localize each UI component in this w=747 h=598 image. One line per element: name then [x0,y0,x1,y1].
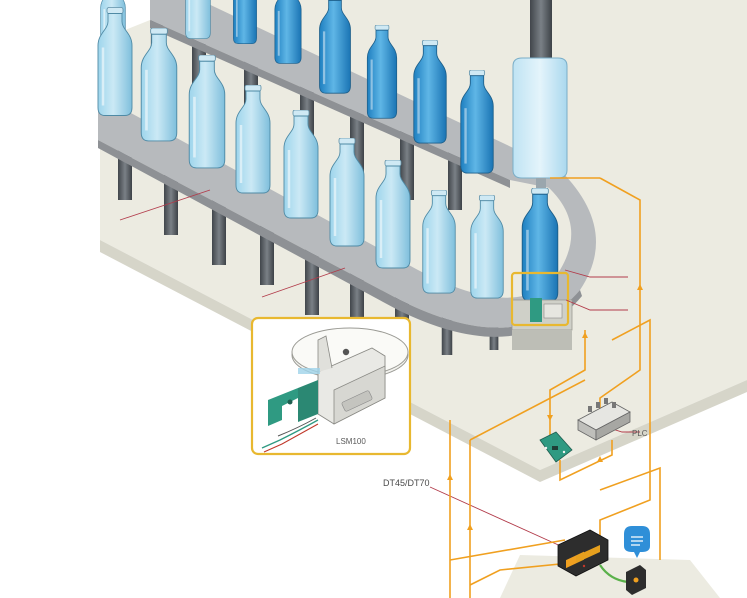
filling-station [510,0,600,350]
transmitter-label: DT45/DT70 [383,478,430,488]
transmitter-board [539,431,573,463]
green-cable [599,564,629,584]
wifi-phone-icon [624,526,650,558]
load-cell-label: LSM100 [336,437,366,446]
indicator-display [557,529,609,577]
plc-label: PLC [632,429,648,438]
conveyor-back [150,0,560,190]
callout-lines [119,189,640,549]
wire-arrows [447,284,643,530]
load-cell-inset [250,316,412,456]
plc-unit [577,398,631,441]
plug-icon [626,565,646,595]
